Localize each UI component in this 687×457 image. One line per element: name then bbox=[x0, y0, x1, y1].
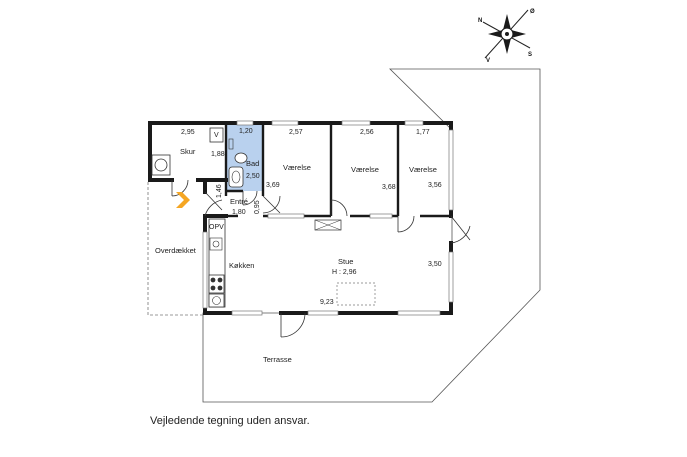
koekken-name: Køkken bbox=[229, 261, 254, 270]
window-interior-stue bbox=[267, 213, 305, 219]
vaerelse3-depth: 3,56 bbox=[428, 182, 442, 189]
compass-label-north: N bbox=[478, 18, 482, 24]
window-vaerelse-3 bbox=[404, 120, 424, 126]
entrance-arrow-icon bbox=[176, 192, 190, 208]
toilet-icon bbox=[234, 152, 248, 164]
terrasse-name: Terrasse bbox=[263, 355, 292, 364]
window-vaerelse-2 bbox=[341, 120, 371, 126]
koekken-fixture-label: OPV bbox=[209, 224, 224, 231]
vaerelse2-depth: 3,68 bbox=[382, 184, 396, 191]
door-vaerelse-3 bbox=[397, 215, 415, 233]
door-south-terrace bbox=[280, 312, 306, 338]
skylight-outline bbox=[336, 282, 376, 306]
vaerelse1-width: 2,57 bbox=[289, 129, 303, 136]
window-east-vaerelse bbox=[448, 129, 454, 211]
bad-depth: 2,50 bbox=[246, 173, 260, 180]
skur-name: Skur bbox=[180, 147, 196, 156]
stue-name: Stue bbox=[338, 257, 353, 266]
door-bathroom bbox=[242, 190, 258, 206]
window-south-1 bbox=[231, 310, 263, 316]
stove-burner bbox=[210, 285, 216, 291]
window-west-koekken bbox=[202, 231, 208, 309]
terrace-outline bbox=[202, 68, 541, 403]
windows bbox=[202, 120, 454, 316]
compass-label-south: S bbox=[528, 52, 532, 58]
vaerelse2-width: 2,56 bbox=[360, 129, 374, 136]
window-south-3 bbox=[397, 310, 441, 316]
wood-stove-mark bbox=[314, 219, 342, 231]
oven-icon bbox=[208, 293, 225, 308]
skur-fixture-label: V bbox=[214, 132, 219, 139]
room-labels: 2,95 V Skur 1,88 1,20 Bad 2,50 2,57 Være… bbox=[155, 128, 442, 364]
entre-height: 1,46 bbox=[216, 184, 223, 198]
sink-basin bbox=[231, 170, 241, 184]
bath-towel-rail bbox=[228, 138, 234, 150]
fixtures bbox=[151, 127, 376, 308]
entre-door-gap: 0,95 bbox=[254, 200, 261, 214]
door-vaerelse-2 bbox=[330, 199, 348, 217]
compass-label-west: V bbox=[486, 58, 490, 64]
skur-depth: 1,88 bbox=[211, 151, 225, 158]
kitchen-sink-icon bbox=[209, 237, 223, 251]
skur-width: 2,95 bbox=[181, 129, 195, 136]
entre-width: 1,80 bbox=[232, 209, 246, 216]
stove-burner bbox=[217, 277, 223, 283]
window-interior-vaerelse bbox=[369, 213, 393, 219]
stove-burner bbox=[217, 285, 223, 291]
stue-depth: 3,50 bbox=[428, 261, 442, 268]
compass-center bbox=[505, 32, 509, 36]
stove-burner bbox=[210, 277, 216, 283]
disclaimer-text: Vejledende tegning uden ansvar. bbox=[150, 415, 310, 427]
vaerelse1-name: Værelse bbox=[283, 163, 311, 172]
vaerelse2-name: Værelse bbox=[351, 165, 379, 174]
window-south-2 bbox=[307, 310, 339, 316]
door-vaerelse-1 bbox=[262, 195, 281, 214]
entre-name: Entré bbox=[230, 197, 248, 206]
doors bbox=[171, 179, 471, 338]
door-shed bbox=[171, 179, 189, 197]
covered-area-outline bbox=[147, 182, 203, 316]
window-bad bbox=[236, 120, 254, 126]
overdaekket-name: Overdækket bbox=[155, 246, 197, 255]
shed-heater bbox=[151, 154, 171, 176]
bad-width: 1,20 bbox=[239, 128, 253, 135]
stove-icon bbox=[208, 274, 225, 294]
compass-rose: N S V Ø bbox=[478, 9, 535, 64]
compass-label-east: Ø bbox=[530, 9, 535, 15]
shed-heater-ring bbox=[154, 158, 168, 172]
window-east-stue bbox=[448, 251, 454, 303]
kitchen-sink-drain bbox=[212, 240, 220, 248]
stue-length: 9,23 bbox=[320, 299, 334, 306]
door-entrance bbox=[204, 191, 223, 217]
window-vaerelse-1 bbox=[271, 120, 299, 126]
vaerelse1-depth: 3,69 bbox=[266, 182, 280, 189]
vaerelse3-name: Værelse bbox=[409, 165, 437, 174]
sink-icon bbox=[228, 166, 244, 188]
washer-box bbox=[209, 127, 224, 143]
stue-ceiling: H : 2,96 bbox=[332, 269, 357, 276]
vaerelse3-width: 1,77 bbox=[416, 129, 430, 136]
bad-name: Bad bbox=[246, 159, 259, 168]
door-east-terrace bbox=[450, 215, 471, 244]
oven-fan bbox=[212, 296, 221, 305]
